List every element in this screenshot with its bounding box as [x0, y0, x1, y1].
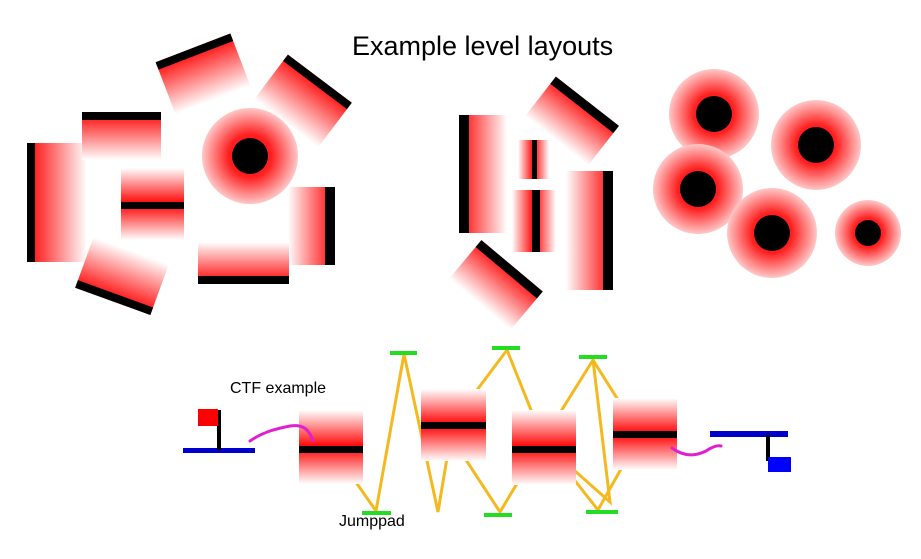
jumppad [579, 355, 607, 359]
jumppad [586, 510, 618, 514]
halo-hazard [771, 100, 861, 190]
platform [566, 171, 613, 290]
path-squiggle [248, 424, 315, 443]
platform [512, 410, 576, 485]
platform [421, 389, 486, 461]
red-flag [198, 409, 218, 426]
platform [155, 33, 251, 115]
diagram-title: Example level layouts [352, 31, 614, 61]
platform [82, 112, 161, 160]
platform [525, 76, 619, 166]
halo-hazard [727, 188, 817, 278]
platform [512, 190, 556, 252]
platform [288, 187, 335, 265]
blue-base [710, 431, 791, 472]
jumppad [492, 346, 520, 350]
ctf-example-label: CTF example [230, 380, 327, 397]
platform [75, 236, 169, 316]
platform [449, 240, 543, 330]
layout-3-cluster [653, 69, 901, 278]
blue-flag [768, 457, 791, 472]
jumppad [484, 513, 512, 517]
platform [198, 242, 289, 284]
layout-1-cluster [27, 33, 352, 316]
red-base [183, 409, 255, 453]
halo-hazard [653, 144, 743, 234]
platform [27, 143, 87, 262]
halo-hazard [202, 108, 298, 204]
path-squiggle [670, 444, 723, 457]
platform [518, 140, 549, 179]
halo-hazard [835, 200, 901, 266]
platform [254, 54, 352, 148]
jumppad [390, 351, 417, 355]
halo-hazard [669, 69, 759, 159]
ctf-example [183, 346, 791, 517]
platform [121, 168, 184, 240]
platform [613, 398, 677, 470]
platform [459, 115, 507, 233]
layout-2-cluster [449, 76, 619, 330]
jumppad-label: Jumppad [339, 513, 405, 530]
jumppad [362, 511, 391, 515]
platform [299, 410, 363, 484]
